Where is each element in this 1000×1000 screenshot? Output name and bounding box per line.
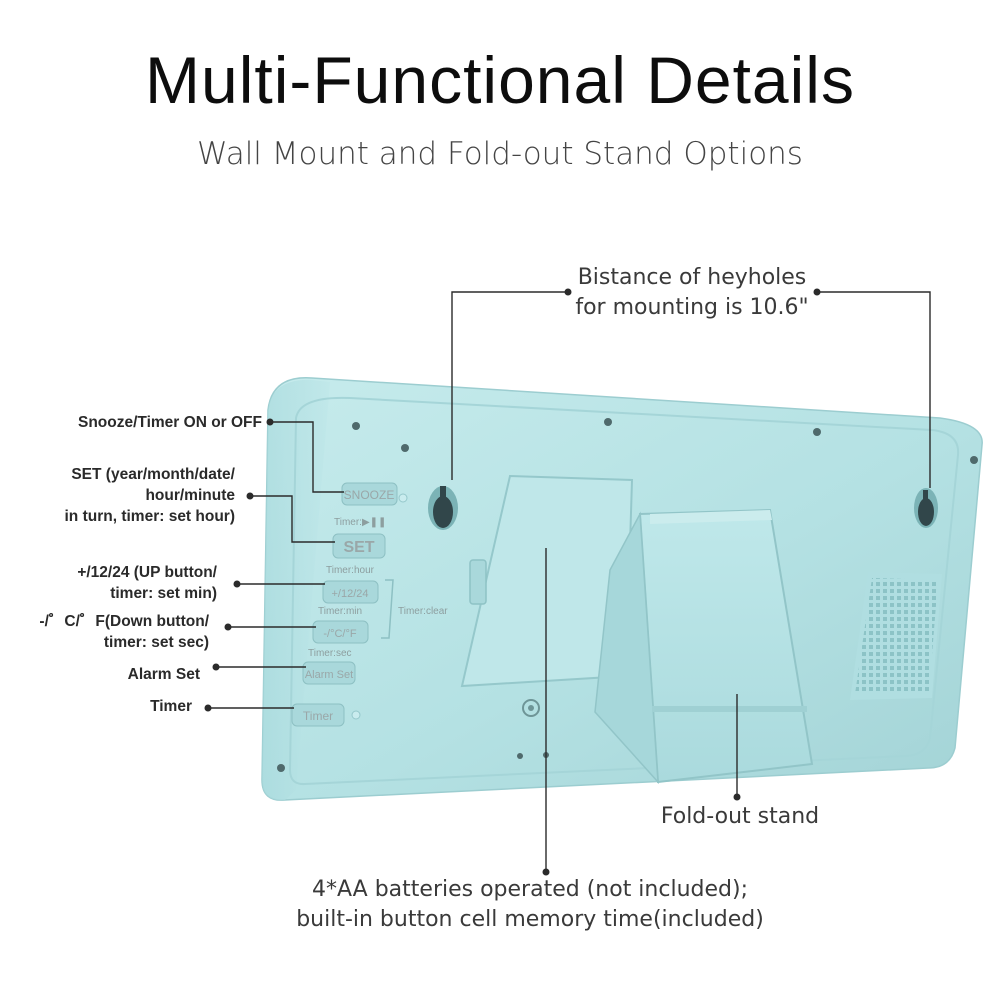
leader-dots (204, 288, 821, 876)
label-set-line-1: SET (year/month/date/ (71, 466, 235, 483)
battery-callout-line-2: built-in button cell memory time(include… (296, 907, 764, 932)
label-set: SET (year/month/date/ hour/minute in tur… (10, 464, 236, 527)
keyhole-callout-line-2: for mounting is 10.6" (575, 295, 809, 320)
power-socket-icon (522, 699, 540, 717)
snooze-button[interactable] (341, 482, 398, 506)
set-button[interactable] (332, 533, 386, 559)
label-down-line-1: -/゜C/゜F(Down button/ (39, 613, 209, 630)
label-set-line-2: hour/minute (145, 487, 235, 504)
label-up-line-2: timer: set min) (110, 585, 217, 602)
battery-callout: 4*AA batteries operated (not included); … (250, 875, 810, 935)
down-button-label: -/°C/°F (323, 628, 357, 640)
down-button[interactable] (312, 620, 369, 644)
keyhole-callout-line-1: Bistance of heyholes (577, 265, 807, 290)
timer-clear-label: Timer:clear (398, 606, 448, 617)
leader-lines (208, 291, 931, 872)
keyhole-right (914, 488, 938, 528)
timer-button-label: Timer (303, 709, 333, 723)
label-alarm-set-line-1: Alarm Set (127, 666, 200, 683)
label-up-line-1: +/12/24 (UP button/ (77, 564, 217, 581)
timer-button[interactable] (291, 703, 345, 727)
up-button[interactable] (322, 580, 379, 604)
snooze-button-label: SNOOZE (344, 488, 395, 502)
label-timer-line-1: Timer (150, 698, 192, 715)
label-down-line-2: timer: set sec) (103, 634, 209, 651)
alarm-set-button-label: Alarm Set (305, 669, 353, 681)
label-up: +/12/24 (UP button/ timer: set min) (10, 562, 217, 604)
alarm-set-button[interactable] (302, 661, 356, 685)
label-snooze: Snooze/Timer ON or OFF (10, 412, 262, 433)
up-button-label: +/12/24 (331, 588, 368, 600)
keyhole-left (428, 486, 458, 530)
set-button-label: SET (343, 539, 374, 556)
label-timer: Timer (10, 696, 192, 717)
timer-hour-label: Timer:hour (326, 565, 375, 576)
label-alarm-set: Alarm Set (10, 664, 200, 685)
button-panel: SNOOZE Timer:▶❚❚ SET Timer:hour +/12/24 … (291, 482, 448, 727)
timer-min-label: Timer:min (318, 606, 362, 617)
label-snooze-line-1: Snooze/Timer ON or OFF (77, 414, 262, 431)
label-set-line-3: in turn, timer: set hour) (64, 508, 236, 525)
battery-callout-line-1: 4*AA batteries operated (not included); (312, 877, 748, 902)
stand-callout: Fold-out stand (660, 804, 820, 829)
page-title: Multi-Functional Details (145, 43, 855, 117)
keyhole-callout: Bistance of heyholes for mounting is 10.… (560, 263, 824, 323)
timer-play-label: Timer:▶❚❚ (334, 517, 386, 528)
label-down: -/゜C/゜F(Down button/ timer: set sec) (10, 611, 209, 653)
page-subtitle: Wall Mount and Fold-out Stand Options (197, 136, 803, 172)
fold-out-stand (594, 508, 814, 785)
timer-sec-label: Timer:sec (308, 648, 352, 659)
speaker-vent (850, 572, 942, 700)
